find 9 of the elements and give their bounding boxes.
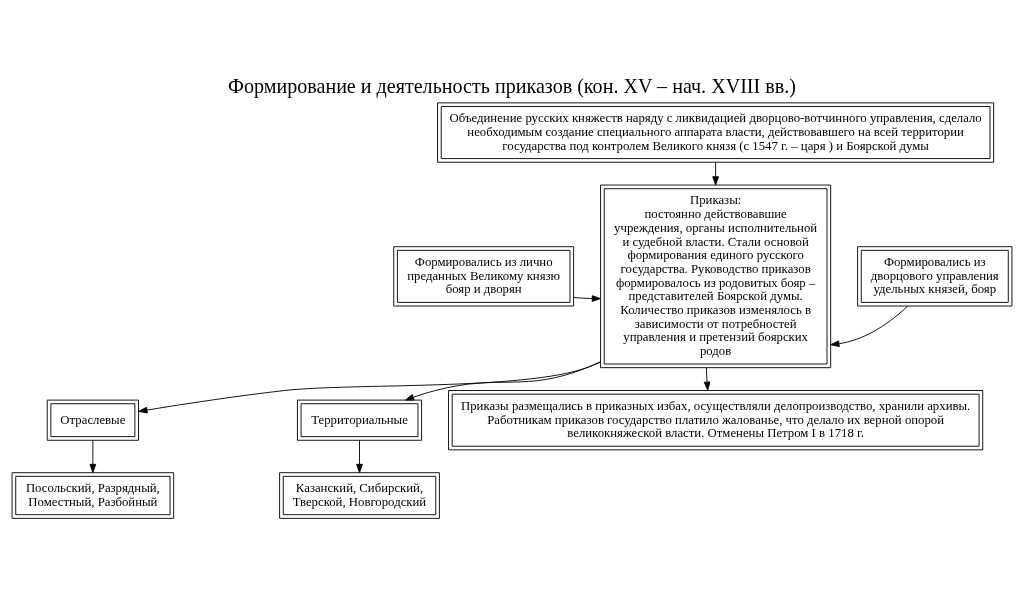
diagram-title: Формирование и деятельность приказов (кон. XV – нач. XVIII вв.) bbox=[228, 75, 796, 98]
arrow bbox=[712, 162, 719, 186]
arrow bbox=[703, 367, 711, 391]
arrow bbox=[89, 439, 97, 473]
arrow bbox=[138, 361, 601, 414]
arrow bbox=[405, 361, 601, 401]
arrow bbox=[573, 295, 601, 302]
arrow bbox=[830, 305, 908, 348]
arrow bbox=[356, 439, 363, 473]
